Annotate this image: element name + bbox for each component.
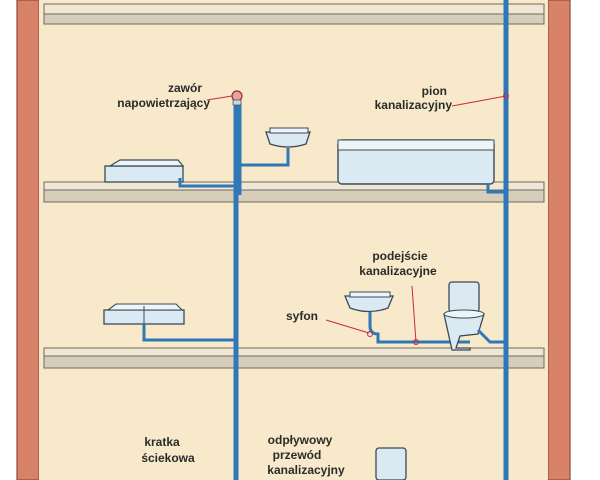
leader-air-valve — [206, 95, 233, 101]
label-connection-1: podejście — [372, 249, 428, 263]
label-drain-1: kratka — [144, 435, 180, 449]
leader-riser-dot — [503, 93, 509, 99]
air-valve-icon — [231, 90, 243, 106]
washbasin-floor2-icon — [344, 291, 394, 313]
label-trap: syfon — [286, 309, 318, 323]
double-sink-drain — [142, 324, 236, 342]
sink-floor1-drain — [178, 178, 236, 188]
left-wall — [16, 0, 40, 480]
label-air-valve-2: napowietrzający — [117, 96, 210, 110]
slab-3 — [43, 347, 545, 369]
washbasin-floor1-icon — [265, 127, 311, 148]
toilet-drain — [476, 328, 506, 344]
label-vent-3: kanalizacyjny — [267, 463, 345, 477]
label-connection-2: kanalizacyjne — [359, 264, 437, 278]
label-vent-2: przewód — [273, 448, 322, 462]
label-vent-1: odpływowy — [268, 433, 333, 447]
trap-pipe — [368, 312, 470, 344]
toilet-floor3-icon — [375, 447, 407, 480]
leader-trap-dot — [367, 331, 373, 337]
right-wall — [547, 0, 571, 480]
label-riser-1: pion — [422, 84, 447, 98]
label-riser-2: kanalizacyjny — [375, 98, 453, 112]
slab-top — [43, 3, 545, 25]
bathtub-icon — [337, 139, 495, 185]
leader-connection — [411, 285, 417, 343]
label-air-valve-1: zawór — [168, 81, 202, 95]
sink-floor1-icon — [104, 159, 185, 183]
label-drain-2: ściekowa — [141, 451, 195, 465]
slab-2 — [43, 181, 545, 203]
bathtub-drain — [486, 184, 506, 194]
leader-riser — [451, 95, 507, 107]
leader-connection-dot — [413, 339, 419, 345]
interior — [39, 0, 548, 480]
leader-trap — [325, 319, 370, 334]
washbasin-floor1-drain — [240, 148, 290, 167]
toilet-icon — [443, 281, 485, 351]
double-sink-icon — [103, 303, 185, 325]
